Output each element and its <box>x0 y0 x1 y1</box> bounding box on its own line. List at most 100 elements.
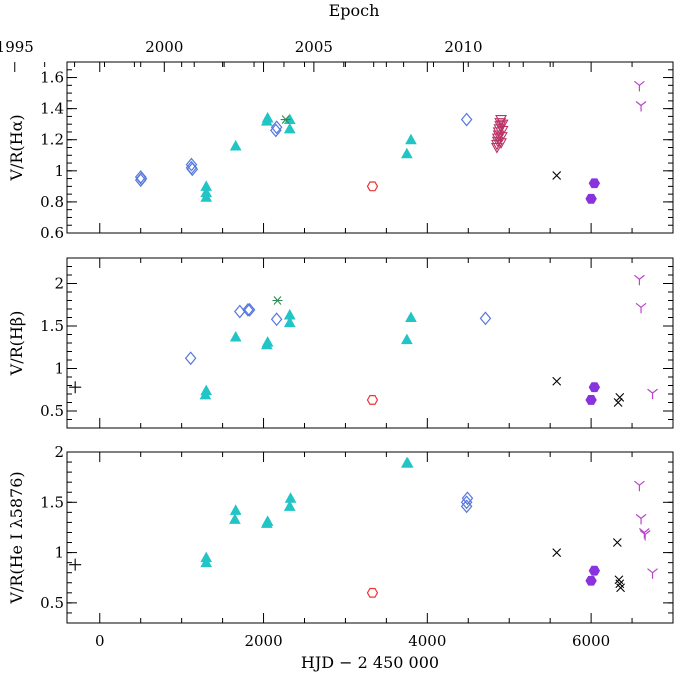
triangle-down-open-marker <box>490 142 503 154</box>
panel-2-frame <box>66 257 674 429</box>
plus-marker <box>69 558 82 571</box>
y-tick-label-2: 2 <box>54 275 64 293</box>
triangle-marker <box>229 513 241 524</box>
hexagon-marker <box>585 575 597 586</box>
diamond-marker <box>461 491 474 506</box>
x-axis-label: HJD − 2 450 000 <box>301 653 439 672</box>
x-tick-label-4000: 4000 <box>408 632 446 650</box>
triangle-marker <box>283 316 296 328</box>
y-tick-label-3: 2 <box>54 443 64 461</box>
tripod-marker <box>635 513 647 525</box>
diamond-marker <box>243 302 256 317</box>
tripod-marker <box>634 80 645 92</box>
y-tick-label-1: 0.8 <box>40 193 64 211</box>
diamond-marker <box>242 302 254 317</box>
triangle-marker <box>401 147 413 159</box>
x-tick-label-6000: 6000 <box>572 632 610 650</box>
triangle-down-open-marker <box>495 132 508 143</box>
y-tick-label-2: 0.5 <box>40 402 64 420</box>
tripod-marker <box>635 101 647 112</box>
y-tick-label-2: 1 <box>54 360 64 378</box>
tripod-marker <box>634 274 645 286</box>
triangle-marker <box>405 133 417 145</box>
hexagon-marker <box>588 565 601 576</box>
cross-marker <box>552 548 562 557</box>
panel-3-points <box>69 457 658 598</box>
diamond-marker <box>460 495 473 510</box>
cross-marker <box>552 171 562 180</box>
tripod-marker <box>647 568 658 579</box>
top-axis-label: Epoch <box>329 1 380 20</box>
triangle-down-open-marker <box>493 124 506 135</box>
top-tick-label-1995: 1995 <box>0 38 34 56</box>
cross-marker <box>613 398 623 407</box>
diamond-marker <box>270 312 283 327</box>
triangle-down-open-marker <box>492 130 505 142</box>
hexagon-marker <box>588 382 601 393</box>
y-tick-label-1: 1 <box>54 162 64 180</box>
triangle-down-open-marker <box>495 138 507 149</box>
tripod-marker <box>639 530 651 541</box>
triangle-marker <box>200 180 213 191</box>
triangle-marker <box>401 457 414 468</box>
triangle-marker <box>229 331 242 342</box>
triangle-marker <box>283 500 296 511</box>
triangle-marker <box>405 311 417 322</box>
top-tick-label-2005: 2005 <box>295 38 333 56</box>
triangle-marker <box>229 504 242 515</box>
cross-marker <box>552 376 562 386</box>
diamond-marker <box>479 311 492 326</box>
triangle-marker <box>200 551 213 563</box>
triangle-marker <box>283 308 296 320</box>
diamond-marker <box>186 162 199 177</box>
triangle-down-open-marker <box>491 136 504 148</box>
triangle-marker <box>261 111 274 123</box>
y-tick-label-3: 1 <box>54 544 64 562</box>
y-tick-label-1: 0.6 <box>40 224 64 242</box>
hexagon-marker <box>585 193 597 204</box>
panel-1-points <box>134 80 647 204</box>
diamond-marker <box>460 499 473 514</box>
hexagon-marker <box>585 395 597 405</box>
cross-marker <box>615 393 625 402</box>
triangle-marker <box>261 336 274 347</box>
triangle-marker <box>229 139 242 151</box>
diamond-marker <box>460 112 473 127</box>
panel-3-frame <box>66 451 674 624</box>
hexagon-open-marker <box>366 587 379 598</box>
triangle-marker <box>261 515 274 526</box>
cross-marker <box>612 538 622 547</box>
y-tick-label-1: 1.6 <box>40 69 64 87</box>
cross-marker <box>616 583 625 593</box>
plus-marker <box>69 381 82 394</box>
hexagon-open-marker <box>366 181 379 192</box>
triangle-marker <box>401 333 413 345</box>
asterisk-marker <box>272 296 283 305</box>
diamond-marker <box>185 157 198 172</box>
y-tick-label-3: 1.5 <box>40 493 64 511</box>
y-axis-label-2: V/R(Hβ) <box>7 311 26 377</box>
y-axis-label-1: V/R(Hα) <box>7 114 26 181</box>
triangle-down-open-marker <box>496 119 509 131</box>
asterisk-marker <box>280 115 291 124</box>
y-tick-label-3: 0.5 <box>40 594 64 612</box>
x-tick-label-2000: 2000 <box>244 632 282 650</box>
y-tick-label-1: 1.2 <box>40 131 64 149</box>
triangle-marker <box>200 556 213 568</box>
diamond-marker <box>234 304 246 319</box>
triangle-marker <box>284 492 297 503</box>
tripod-marker <box>634 480 645 492</box>
x-tick-label-0: 0 <box>95 632 105 650</box>
panel-1-frame <box>66 61 674 234</box>
triangle-down-open-marker <box>494 118 507 129</box>
hexagon-marker <box>588 178 601 189</box>
y-tick-label-2: 1.5 <box>40 317 64 335</box>
triangle-down-open-marker <box>496 125 509 137</box>
tripod-marker <box>647 388 658 400</box>
y-tick-label-1: 1.4 <box>40 100 64 118</box>
diamond-marker <box>270 120 283 135</box>
tripod-marker <box>635 302 647 314</box>
triangle-marker <box>283 122 296 134</box>
